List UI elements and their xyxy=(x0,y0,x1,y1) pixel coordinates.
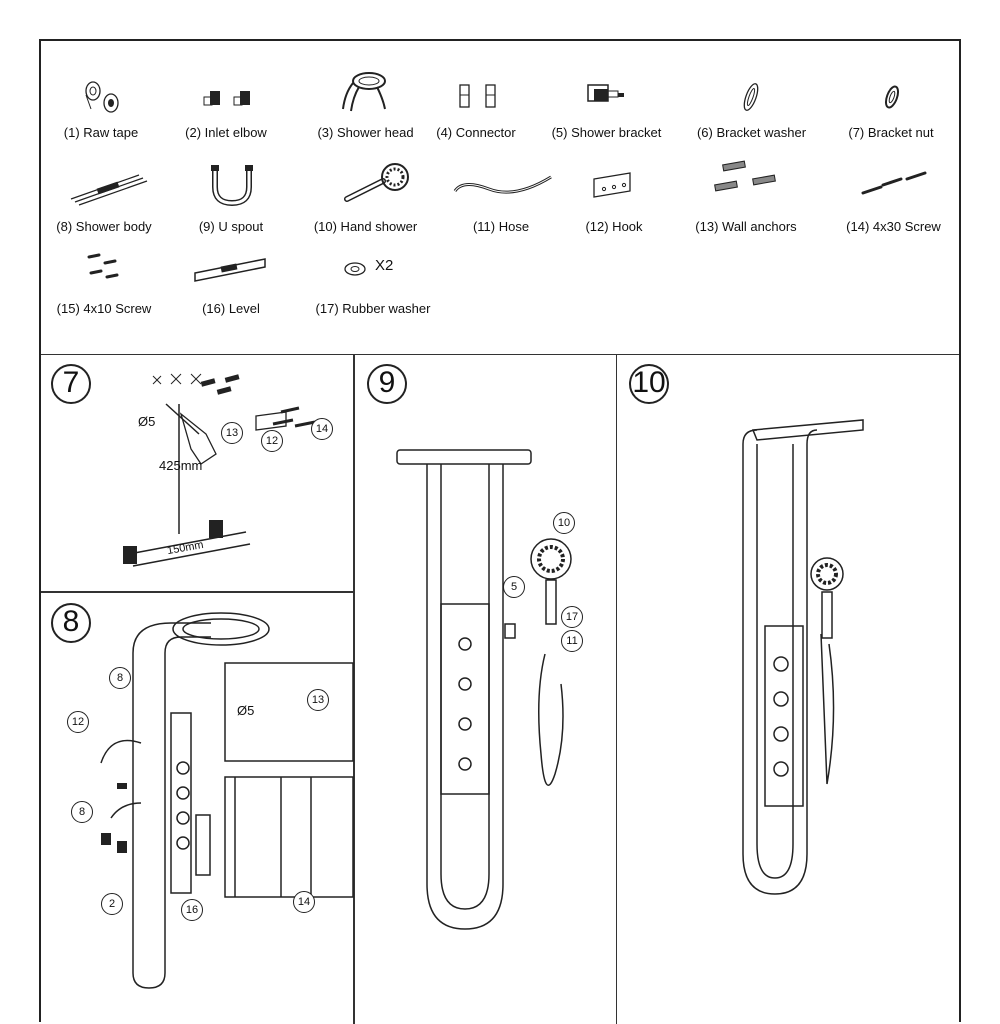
shower-panel-diagram xyxy=(396,449,572,930)
step-9-panel: 9 10 5 17 11 xyxy=(354,354,617,1024)
callout-13: 13 xyxy=(221,422,243,444)
step-number: 10 xyxy=(629,364,669,404)
part-label: (5) Shower bracket xyxy=(551,125,662,140)
part-screw-short: (15) 4x10 Screw xyxy=(49,251,159,317)
installation-diagram xyxy=(100,612,354,989)
drill-diameter: Ø5 xyxy=(237,703,255,718)
shower-head-icon xyxy=(342,72,386,112)
part-label: (6) Bracket washer xyxy=(696,125,807,140)
hook-icon xyxy=(593,172,631,198)
step-8-panel: 8 8 12 8 2 16 xyxy=(41,592,354,1024)
part-label: (16) Level xyxy=(202,301,260,316)
drill-diameter: Ø5 xyxy=(138,414,156,429)
part-u-spout: (9) U spout xyxy=(181,163,281,235)
part-hose: (11) Hose xyxy=(441,169,561,235)
bracket-nut-icon xyxy=(884,85,900,109)
assembled-shower-diagram xyxy=(742,419,864,895)
part-screw-long: (14) 4x30 Screw xyxy=(831,169,956,235)
inlet-elbow-icon xyxy=(203,91,250,106)
wall-anchors-icon xyxy=(714,160,776,192)
part-label: (13) Wall anchors xyxy=(695,219,797,234)
parts-list: (1) Raw tape (2) Inlet elbow (3) Shower … xyxy=(41,41,959,355)
callout-14: 14 xyxy=(293,891,315,913)
shower-bracket-icon xyxy=(587,84,624,102)
drilling-diagram xyxy=(123,373,316,567)
bracket-washer-icon xyxy=(743,83,759,111)
callout-13: 13 xyxy=(307,689,329,711)
mount-height: 425mm xyxy=(159,458,203,473)
part-shower-bracket: (5) Shower bracket xyxy=(544,81,669,141)
callout-8-body: 8 xyxy=(109,667,131,689)
part-label: (3) Shower head xyxy=(317,125,414,140)
callout-5: 5 xyxy=(503,576,525,598)
part-label: (11) Hose xyxy=(472,219,530,234)
shower-body-icon xyxy=(70,174,148,206)
callout-16: 16 xyxy=(181,899,203,921)
part-label: (1) Raw tape xyxy=(63,125,139,140)
step-number: 9 xyxy=(367,364,407,404)
callout-10: 10 xyxy=(553,512,575,534)
part-connector: (4) Connector xyxy=(426,81,526,141)
step-number: 7 xyxy=(51,364,91,404)
part-label: (4) Connector xyxy=(436,125,516,140)
part-shower-body: (8) Shower body xyxy=(49,169,159,235)
step-7-panel: 7 Ø5 13 xyxy=(41,354,354,592)
part-label: (8) Shower body xyxy=(56,219,152,234)
part-label: (2) Inlet elbow xyxy=(185,125,267,140)
callout-14: 14 xyxy=(311,418,333,440)
connector-icon xyxy=(459,84,496,108)
part-wall-anchors: (13) Wall anchors xyxy=(681,159,811,235)
callout-17: 17 xyxy=(561,606,583,628)
callout-8-elbow: 8 xyxy=(71,801,93,823)
part-hand-shower: (10) Hand shower xyxy=(303,163,428,235)
part-level: (16) Level xyxy=(181,251,281,317)
part-label: (9) U spout xyxy=(198,219,264,234)
part-shower-head: (3) Shower head xyxy=(303,69,428,141)
callout-12: 12 xyxy=(67,711,89,733)
level-icon xyxy=(194,258,266,282)
hand-shower-icon xyxy=(344,163,409,202)
callout-11: 11 xyxy=(561,630,583,652)
part-raw-tape: (1) Raw tape xyxy=(51,81,151,141)
callout-2: 2 xyxy=(101,893,123,915)
part-label: (17) Rubber washer xyxy=(315,301,431,316)
step-10-panel: 10 xyxy=(617,354,959,1024)
part-label: (10) Hand shower xyxy=(313,219,418,234)
screw-short-icon xyxy=(87,253,119,279)
rubber-washer-quantity: X2 xyxy=(375,257,394,274)
part-label: (7) Bracket nut xyxy=(848,125,934,140)
part-bracket-nut: (7) Bracket nut xyxy=(836,81,946,141)
part-label: (12) Hook xyxy=(585,219,643,234)
callout-12: 12 xyxy=(261,430,283,452)
part-inlet-elbow: (2) Inlet elbow xyxy=(176,81,276,141)
part-rubber-washer: X2 (17) Rubber washer xyxy=(303,251,443,317)
hose-icon xyxy=(453,175,552,194)
part-label: (14) 4x30 Screw xyxy=(846,219,941,234)
step-number: 8 xyxy=(51,603,91,643)
instruction-sheet: (1) Raw tape (2) Inlet elbow (3) Shower … xyxy=(39,39,961,1024)
screw-long-icon xyxy=(861,171,927,195)
u-spout-icon xyxy=(211,165,253,207)
part-label: (15) 4x10 Screw xyxy=(56,301,152,316)
part-hook: (12) Hook xyxy=(564,169,664,235)
part-bracket-washer: (6) Bracket washer xyxy=(689,81,814,141)
rubber-washer-icon xyxy=(344,262,366,276)
raw-tape-icon xyxy=(85,81,119,113)
